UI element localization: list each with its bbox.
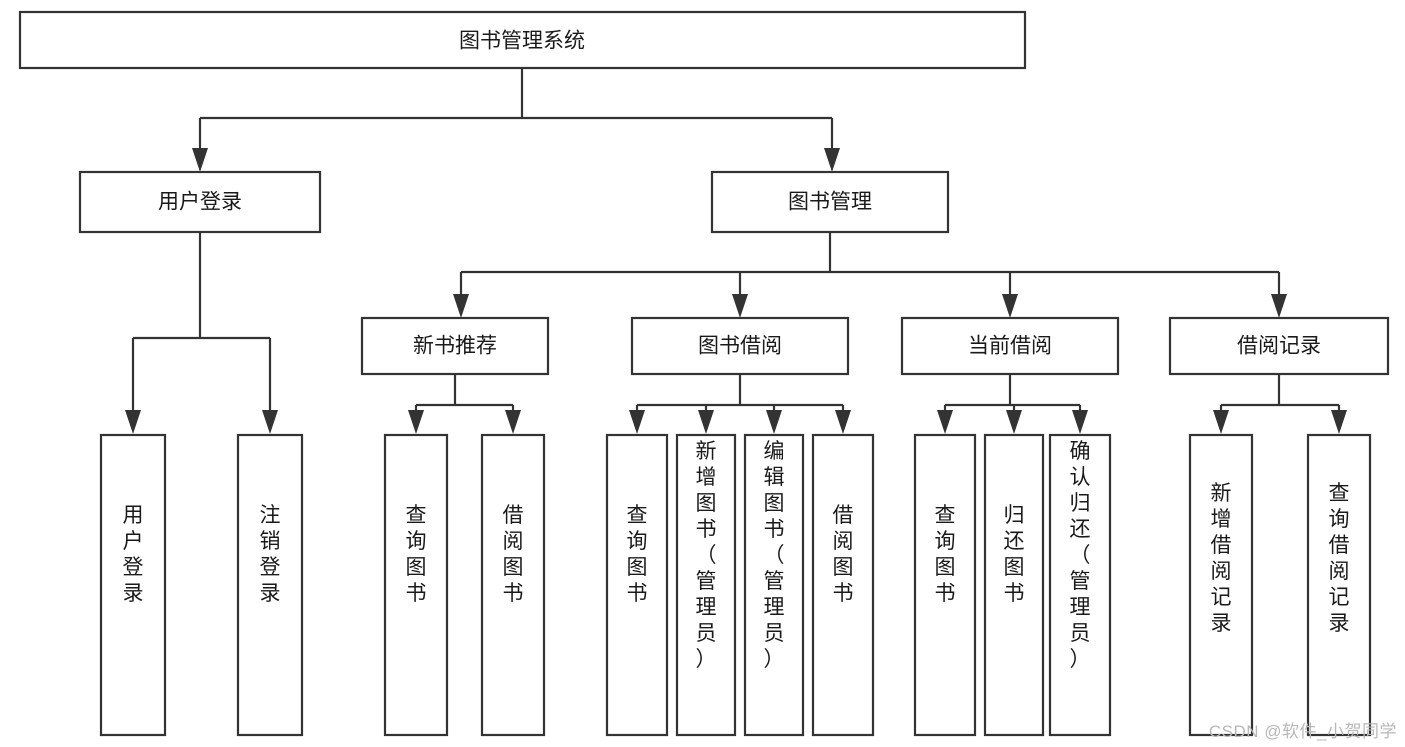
arrow-head-icon-borrow-leaf3: [766, 410, 782, 434]
leaf-borrow-query-book[interactable]: 查询图书: [605, 433, 669, 737]
leaf-current-confirm-return-admin-box[interactable]: [1048, 433, 1112, 737]
leaf-newbook-borrow-book-label: 借阅图书: [503, 504, 524, 605]
node-user-login[interactable]: 用户登录: [78, 170, 322, 234]
leaf-borrow-add-book-admin-label: 新增图书（管理员）: [696, 440, 717, 671]
leaf-logout-label: 注销登录: [260, 504, 281, 605]
arrow-head-icon-newbook: [453, 294, 469, 318]
connector-group-records: [1213, 374, 1347, 434]
arrow-head-icon-borrow-leaf2: [698, 410, 714, 434]
leaf-current-confirm-return-admin-label: 确认归还（管理员）: [1070, 440, 1091, 671]
node-current-borrow-label: 当前借阅: [968, 335, 1052, 358]
arrow-head-icon-userlogin-leaf1: [125, 410, 141, 434]
arrow-head-icon-userlogin-leaf2: [262, 410, 278, 434]
node-book-management-label: 图书管理: [788, 191, 872, 214]
node-new-book-recommend-label: 新书推荐: [413, 335, 497, 358]
arrow-head-icon-borrow-leaf1: [629, 410, 645, 434]
connector-group-user-login: [125, 232, 278, 434]
arrow-head-icon-current-leaf1: [937, 410, 953, 434]
node-book-borrow-label: 图书借阅: [698, 335, 782, 358]
leaf-borrow-query-book-box[interactable]: [605, 433, 669, 737]
arrow-head-icon-book-mgmt: [824, 148, 840, 172]
leaf-records-add-record[interactable]: 新增借阅记录: [1188, 433, 1254, 737]
leaf-records-add-record-label: 新增借阅记录: [1211, 482, 1232, 635]
leaf-user-login[interactable]: 用户登录: [99, 433, 167, 737]
leaf-borrow-edit-book-admin-label: 编辑图书（管理员）: [764, 440, 785, 671]
leaf-logout-box[interactable]: [236, 433, 304, 737]
arrow-head-icon-records-leaf1: [1213, 410, 1229, 434]
leaf-newbook-borrow-book-box[interactable]: [480, 433, 546, 737]
node-new-book-recommend[interactable]: 新书推荐: [360, 316, 550, 376]
arrow-head-icon-current-leaf2: [1006, 410, 1022, 434]
node-borrow-records[interactable]: 借阅记录: [1168, 316, 1390, 376]
arrow-head-icon-current: [1002, 294, 1018, 318]
node-book-borrow-box[interactable]: [630, 316, 850, 376]
leaf-newbook-query-book-box[interactable]: [383, 433, 449, 737]
leaf-user-login-label: 用户登录: [123, 504, 144, 605]
leaf-current-query-book-label: 查询图书: [935, 504, 956, 605]
node-borrow-records-box[interactable]: [1168, 316, 1390, 376]
arrow-head-icon-borrow-leaf4: [835, 410, 851, 434]
leaf-borrow-edit-book-admin-box[interactable]: [743, 433, 805, 737]
leaf-borrow-borrow-book[interactable]: 借阅图书: [811, 433, 875, 737]
arrow-head-icon-user-login: [192, 148, 208, 172]
leaf-records-query-record-label: 查询借阅记录: [1329, 482, 1350, 635]
arrow-head-icon-records: [1271, 294, 1287, 318]
leaf-borrow-add-book-admin[interactable]: 新增图书（管理员）: [675, 433, 737, 737]
csdn-watermark: CSDN @软件_小贺同学: [1208, 722, 1397, 741]
leaf-borrow-borrow-book-label: 借阅图书: [833, 504, 854, 605]
connector-group-borrow: [629, 374, 851, 434]
node-current-borrow[interactable]: 当前借阅: [900, 316, 1120, 376]
connector-group-root: [192, 68, 840, 172]
leaf-newbook-borrow-book[interactable]: 借阅图书: [480, 433, 546, 737]
node-root[interactable]: 图书管理系统: [18, 10, 1027, 70]
leaf-user-login-box[interactable]: [99, 433, 167, 737]
connector-group-newbook: [408, 374, 521, 434]
node-new-book-recommend-box[interactable]: [360, 316, 550, 376]
leaf-current-return-book[interactable]: 归还图书: [983, 433, 1045, 737]
leaf-borrow-borrow-book-box[interactable]: [811, 433, 875, 737]
node-user-login-label: 用户登录: [158, 191, 242, 214]
connector-group-book-mgmt: [453, 232, 1287, 318]
leaf-current-query-book-box[interactable]: [913, 433, 977, 737]
leaf-records-query-record-box[interactable]: [1306, 433, 1372, 737]
node-book-management[interactable]: 图书管理: [710, 170, 950, 234]
node-book-borrow[interactable]: 图书借阅: [630, 316, 850, 376]
arrow-head-icon-newbook-leaf2: [505, 410, 521, 434]
leaf-current-query-book[interactable]: 查询图书: [913, 433, 977, 737]
leaf-borrow-edit-book-admin[interactable]: 编辑图书（管理员）: [743, 433, 805, 737]
arrow-head-icon-current-leaf3: [1072, 410, 1088, 434]
node-root-box[interactable]: [18, 10, 1027, 70]
node-borrow-records-label: 借阅记录: [1237, 335, 1321, 358]
leaf-logout[interactable]: 注销登录: [236, 433, 304, 737]
leaf-newbook-query-book-label: 查询图书: [406, 504, 427, 605]
leaf-newbook-query-book[interactable]: 查询图书: [383, 433, 449, 737]
arrow-head-icon-newbook-leaf1: [408, 410, 424, 434]
node-root-label: 图书管理系统: [459, 30, 585, 53]
node-book-management-box[interactable]: [710, 170, 950, 234]
arrow-head-icon-records-leaf2: [1331, 410, 1347, 434]
node-user-login-box[interactable]: [78, 170, 322, 234]
leaf-current-return-book-label: 归还图书: [1004, 504, 1025, 605]
leaf-records-add-record-box[interactable]: [1188, 433, 1254, 737]
leaf-borrow-query-book-label: 查询图书: [627, 504, 648, 605]
arrow-head-icon-borrow: [732, 294, 748, 318]
node-current-borrow-box[interactable]: [900, 316, 1120, 376]
leaf-current-confirm-return-admin[interactable]: 确认归还（管理员）: [1048, 433, 1112, 737]
leaf-records-query-record[interactable]: 查询借阅记录: [1306, 433, 1372, 737]
connector-group-current: [937, 374, 1088, 434]
leaf-borrow-add-book-admin-box[interactable]: [675, 433, 737, 737]
leaf-current-return-book-box[interactable]: [983, 433, 1045, 737]
